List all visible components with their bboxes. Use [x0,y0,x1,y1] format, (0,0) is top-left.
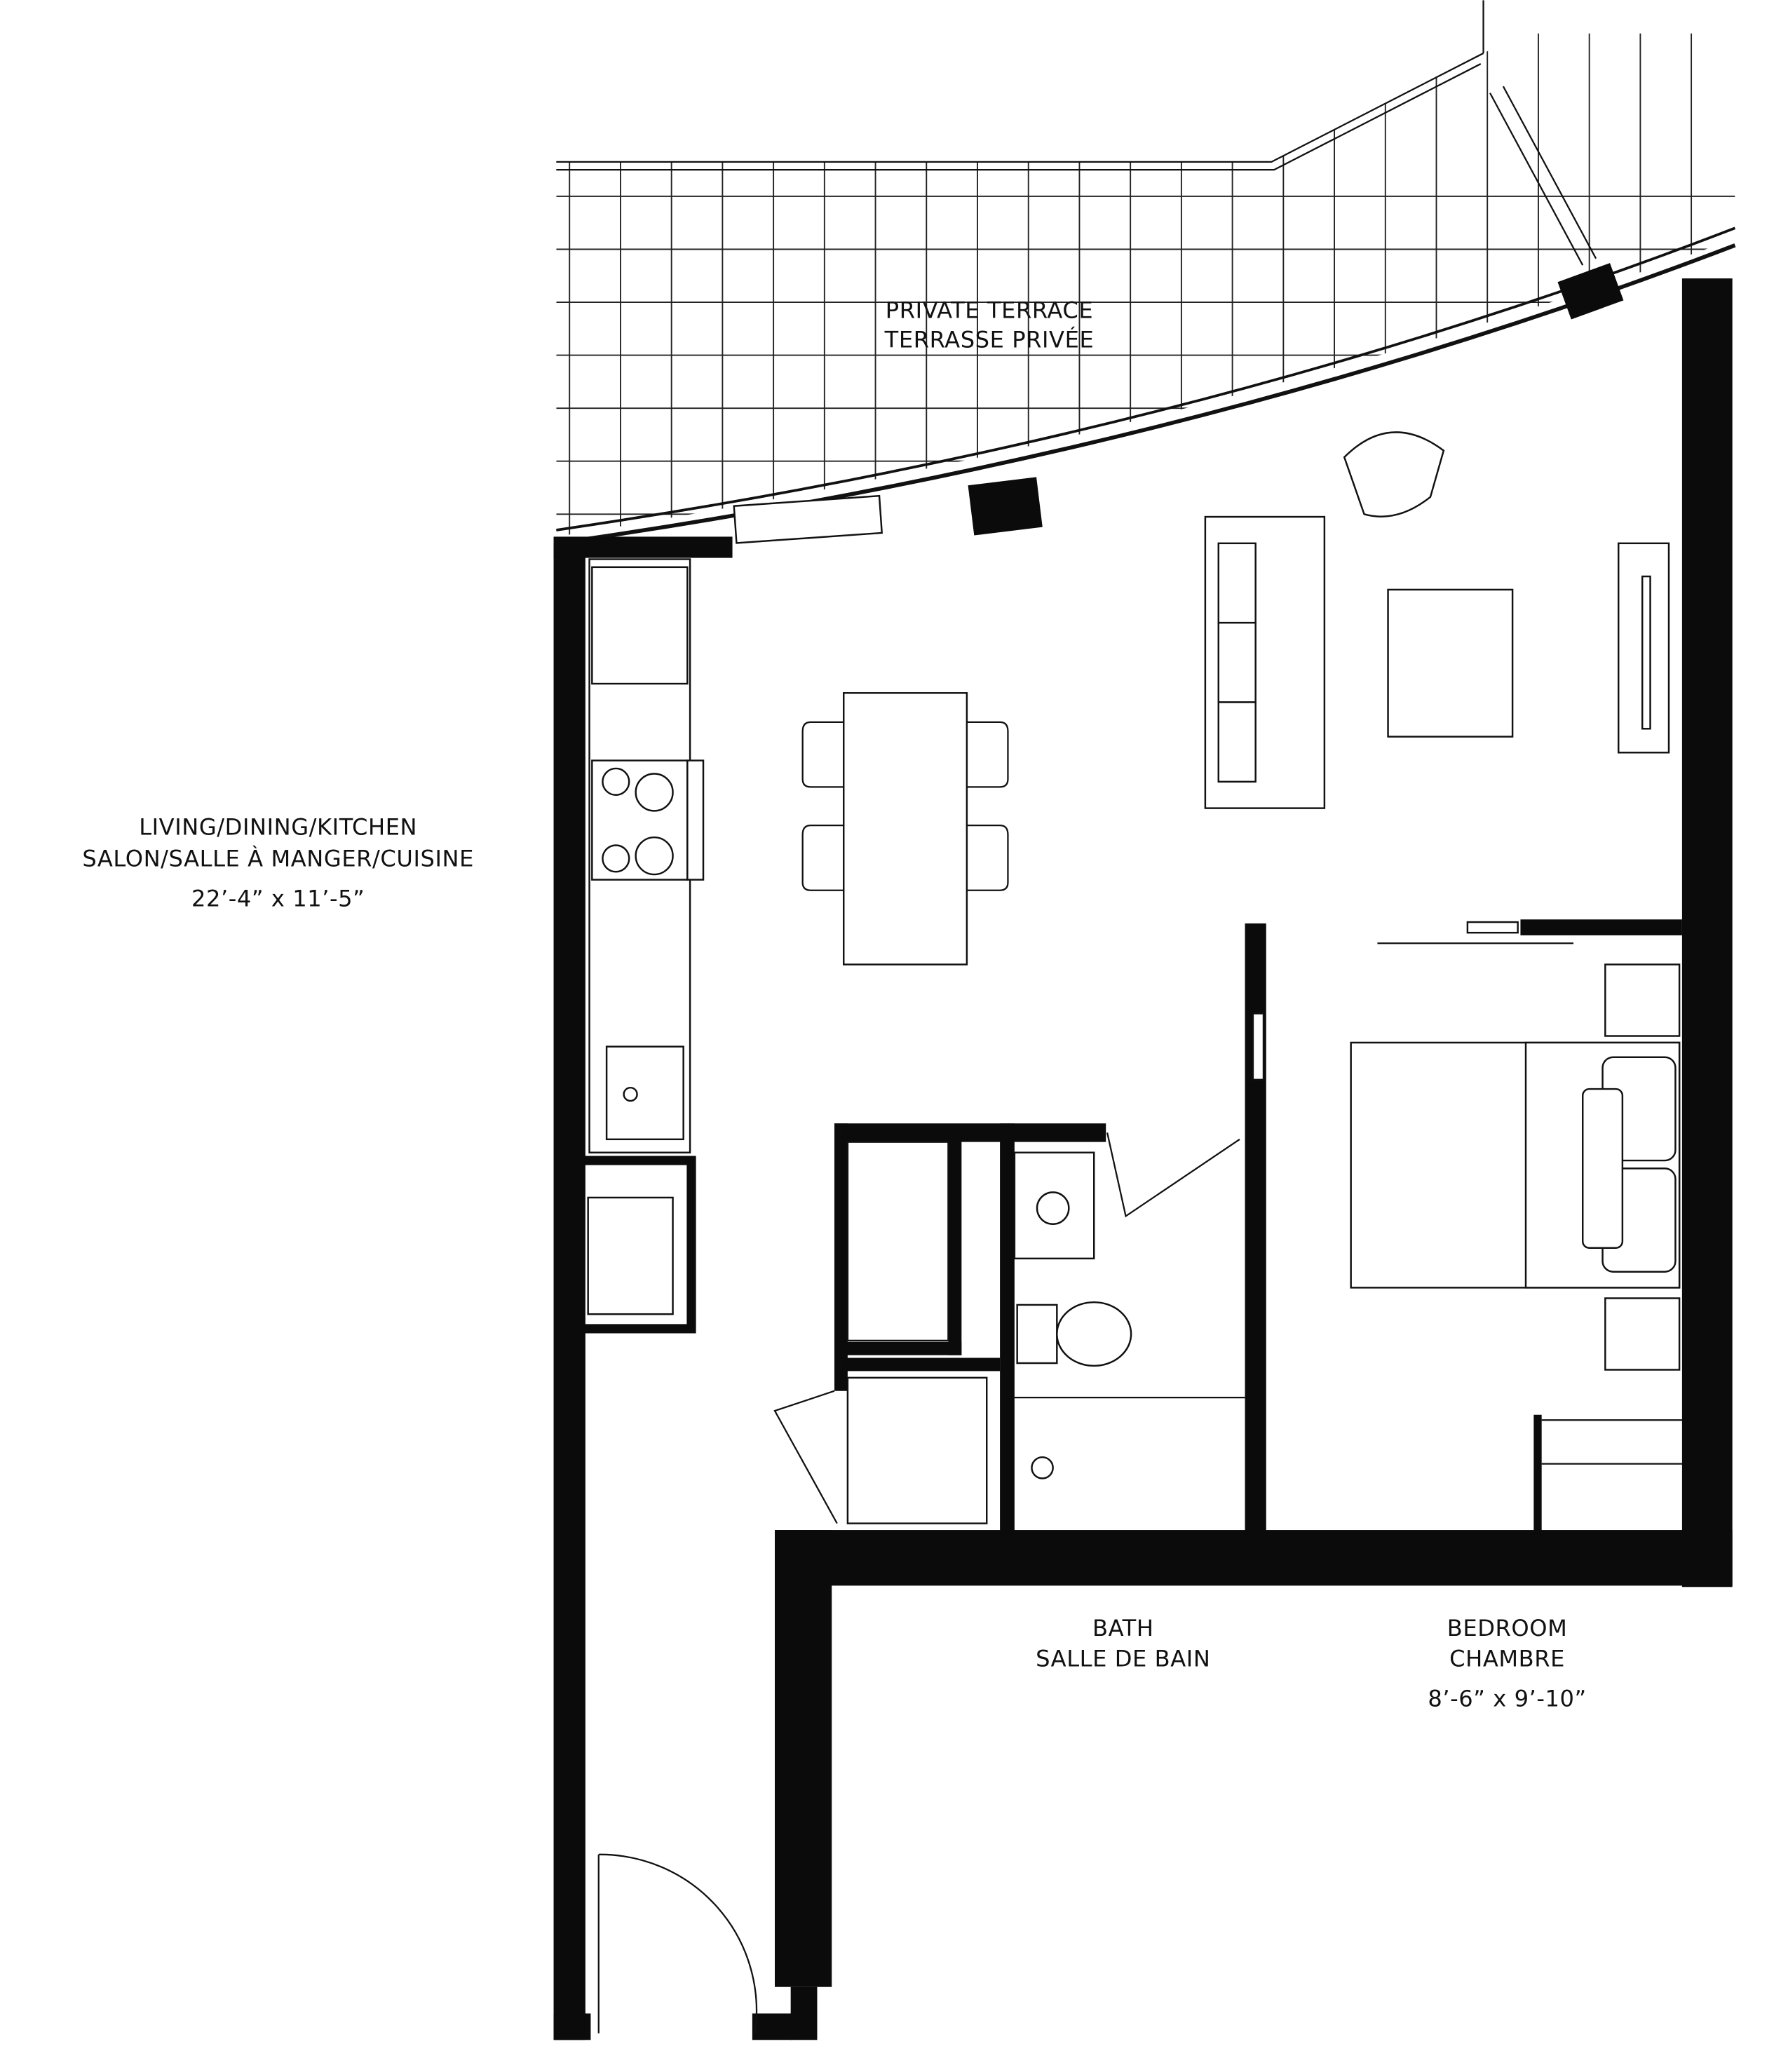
entry-door[interactable] [597,1853,758,2033]
nightstand [1604,963,1681,1037]
tv [1641,575,1651,730]
armchair [1343,431,1445,517]
laundry-door[interactable] [773,1390,838,1524]
dining-chair [801,721,844,788]
toilet-tank [1016,1304,1058,1365]
railing [1502,86,1597,259]
nightstand [1604,1297,1681,1371]
burner [635,836,674,876]
dishwasher [591,566,689,685]
closet-wall [1533,1414,1542,1534]
sofa-cushion [1217,701,1257,783]
living-dimensions: 22’-4” x 11’-5” [191,885,365,912]
sofa-cushion [1217,621,1257,703]
bedroom-dimensions: 8’-6” x 9’-10” [1428,1685,1586,1712]
window-wall-inner [555,243,1736,546]
dining-chair [801,825,844,891]
bath-wall [834,1123,1106,1142]
walls [553,278,1733,2040]
bath-wall [1000,1123,1015,1534]
planter [733,494,883,544]
terrace-tile-grid [556,33,1735,537]
corridor-wall [775,1530,832,1987]
fridge-enclosure [572,1156,696,1334]
faucet [623,1086,638,1102]
railing [1489,93,1584,266]
window-wall-outer [556,226,1736,531]
kitchen [587,558,705,1315]
bath-label-fr: SALLE DE BAIN [1036,1646,1210,1672]
bedroom-label-fr: CHAMBRE [1449,1646,1565,1672]
wall [553,536,733,558]
closet-wall [834,1123,848,1362]
dining [801,692,1009,966]
terrace-edge [556,52,1484,163]
wall [790,1986,818,2040]
bedroom-label-en: BEDROOM [1447,1615,1568,1641]
terrace-label-en: PRIVATE TERRACE [886,297,1093,324]
living-label-fr: SALON/SALLE À MANGER/CUISINE [82,846,474,872]
terrace: PRIVATE TERRACE TERRASSE PRIVÉE [555,0,1736,546]
living-area [1204,515,1670,809]
column [968,477,1043,536]
terrace-label-fr: TERRASSE PRIVÉE [884,326,1095,353]
closet [846,1141,949,1342]
laundry-wall [834,1357,848,1391]
bottom-wall [775,1530,1733,1586]
terrace-edge-inner [556,63,1482,171]
dining-chair [966,721,1009,788]
wall [553,2013,591,2040]
bedroom [1252,921,1682,1465]
dining-table [842,692,968,966]
column [1557,263,1624,320]
burner [602,844,630,873]
bath-label-en: BATH [1092,1615,1154,1641]
living-label-en: LIVING/DINING/KITCHEN [139,813,417,840]
burner [602,767,630,796]
toilet-bowl [1056,1301,1132,1367]
blanket-fold [1581,1088,1624,1249]
range-hood [686,759,705,881]
bathroom [773,1132,1245,1524]
bathroom-sink [1036,1191,1070,1225]
dining-chair [966,825,1009,891]
closet-wall [948,1132,962,1355]
window-frame [1252,1013,1265,1081]
door-pocket [1466,921,1519,934]
burner [635,773,674,812]
refrigerator [587,1196,674,1315]
shower-head [1031,1456,1054,1479]
bedroom-wall [1520,919,1682,935]
sofa-cushion [1217,542,1257,624]
coffee-table [1387,588,1514,738]
right-wall [1681,278,1733,1587]
laundry-wall [834,1357,1001,1372]
kitchen-sink [605,1045,684,1141]
bath-door[interactable] [1106,1132,1240,1218]
wall [752,2013,792,2040]
closet-wall [834,1341,962,1355]
washer-dryer [846,1376,988,1524]
